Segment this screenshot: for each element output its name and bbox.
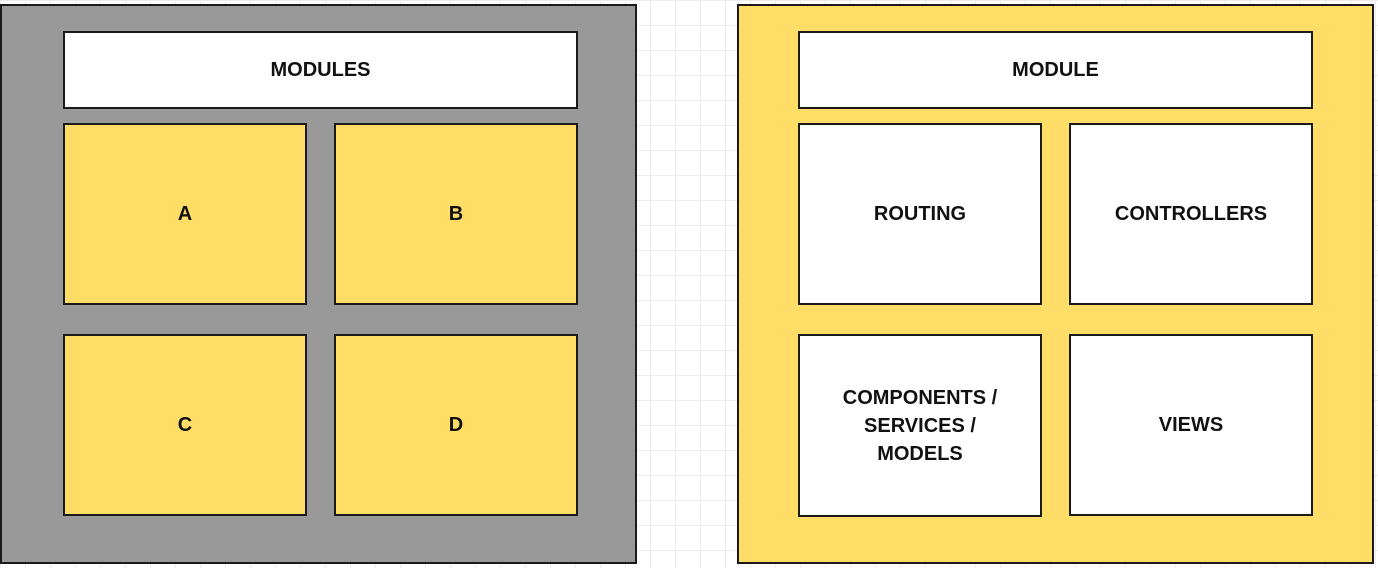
views-box: VIEWS bbox=[1069, 334, 1313, 516]
components-services-models-box: COMPONENTS / SERVICES / MODELS bbox=[798, 334, 1042, 517]
module-detail-panel: MODULE ROUTING CONTROLLERS COMPONENTS / … bbox=[737, 4, 1374, 564]
modules-header: MODULES bbox=[63, 31, 578, 109]
controllers-box: CONTROLLERS bbox=[1069, 123, 1313, 305]
modules-panel: MODULES A B C D bbox=[0, 4, 637, 564]
routing-box: ROUTING bbox=[798, 123, 1042, 305]
module-a-box: A bbox=[63, 123, 307, 305]
module-header: MODULE bbox=[798, 31, 1313, 109]
module-c-box: C bbox=[63, 334, 307, 516]
module-b-box: B bbox=[334, 123, 578, 305]
module-d-box: D bbox=[334, 334, 578, 516]
